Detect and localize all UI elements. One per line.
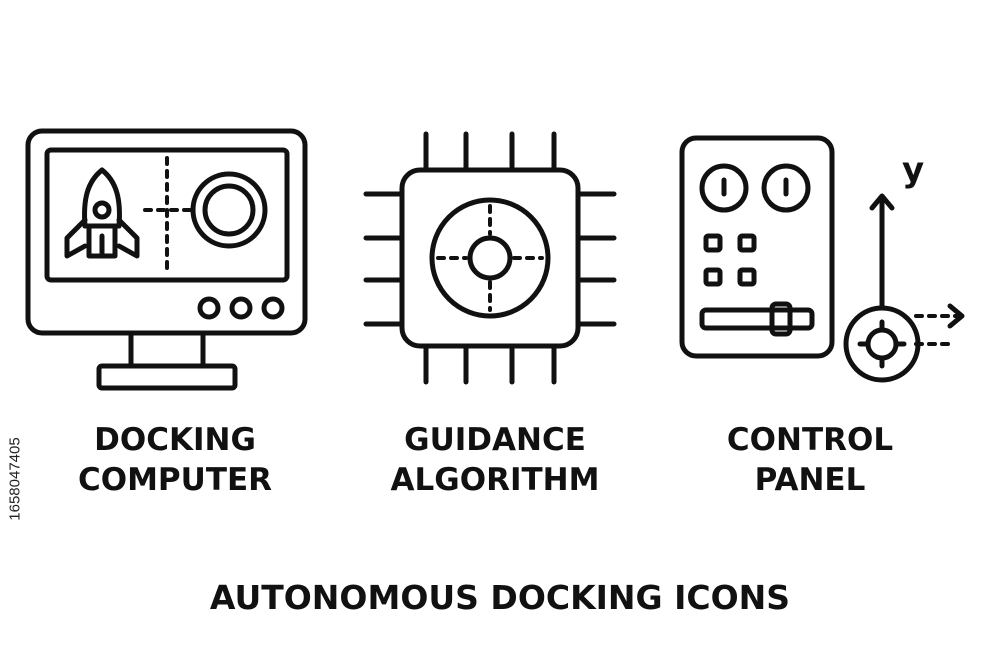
label-line: DOCKING bbox=[94, 422, 256, 458]
label-line: GUIDANCE bbox=[404, 422, 586, 458]
stock-id-container: 1658047405 bbox=[2, 418, 28, 540]
guidance-chip-icon bbox=[363, 131, 617, 385]
label-guidance-algorithm: GUIDANCE ALGORITHM bbox=[375, 420, 615, 500]
panel-keys bbox=[703, 233, 757, 287]
control-panel-icon bbox=[679, 135, 965, 383]
label-control-panel: CONTROL PANEL bbox=[700, 420, 920, 500]
docking-target-icon bbox=[190, 171, 268, 249]
monitor-screen bbox=[44, 147, 290, 283]
page-title: AUTONOMOUS DOCKING ICONS bbox=[209, 578, 791, 617]
panel-body bbox=[679, 135, 835, 359]
gauge-icon bbox=[699, 163, 811, 213]
label-line: COMPUTER bbox=[77, 462, 273, 498]
docking-computer-icon bbox=[25, 128, 308, 391]
label-docking-computer: DOCKING COMPUTER bbox=[60, 420, 290, 500]
axis-arrows bbox=[869, 193, 965, 346]
monitor-frame bbox=[25, 128, 308, 336]
chip-body bbox=[399, 167, 581, 349]
monitor-buttons bbox=[197, 296, 285, 320]
slider-icon bbox=[699, 301, 815, 337]
label-line: PANEL bbox=[754, 462, 866, 498]
axis-label-y: y bbox=[902, 150, 925, 190]
stock-id: 1658047405 bbox=[6, 437, 24, 521]
label-line: CONTROL bbox=[726, 422, 894, 458]
crosshair-icon bbox=[429, 197, 551, 319]
label-line: ALGORITHM bbox=[390, 462, 600, 498]
rocket-icon bbox=[64, 167, 140, 259]
target-crosshair-icon bbox=[843, 305, 921, 383]
monitor-stand bbox=[96, 330, 238, 391]
chip-pins bbox=[363, 131, 617, 385]
